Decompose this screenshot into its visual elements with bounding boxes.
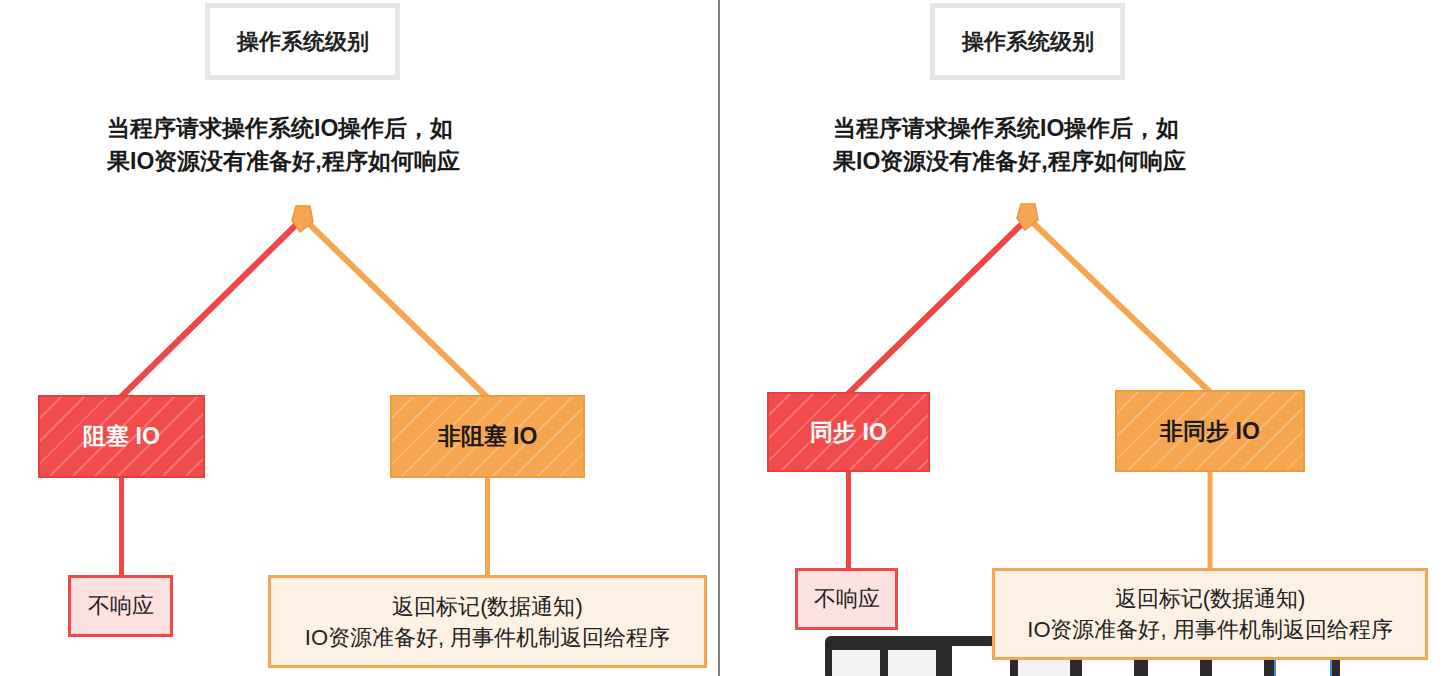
question-text: 当程序请求操作系统IO操作后，如 果IO资源没有准备好,程序如何响应: [107, 112, 527, 178]
panel-divider: [718, 0, 720, 676]
connector-line: [485, 478, 490, 575]
connector-line: [119, 478, 124, 575]
box-text: 同步 IO: [810, 417, 887, 448]
sync-box: 同步 IO: [767, 392, 930, 472]
box-text: 返回标记(数据通知): [1115, 583, 1306, 614]
box-text: 操作系统级别: [237, 27, 369, 57]
result-box: 返回标记(数据通知)IO资源准备好, 用事件机制返回给程序: [992, 568, 1428, 660]
level-title-box: 操作系统级别: [205, 3, 400, 80]
box-text: IO资源准备好, 用事件机制返回给程序: [1027, 614, 1392, 645]
box-text: IO资源准备好, 用事件机制返回给程序: [305, 622, 670, 653]
question-text: 当程序请求操作系统IO操作后，如 果IO资源没有准备好,程序如何响应: [833, 112, 1253, 178]
nonblocking-box: 非阻塞 IO: [390, 395, 585, 478]
result-box: 不响应: [68, 575, 173, 637]
result-box: 返回标记(数据通知)IO资源准备好, 用事件机制返回给程序: [268, 575, 707, 668]
box-text: 非阻塞 IO: [438, 421, 538, 452]
split-lines: [121, 204, 1210, 397]
box-text: 阻塞 IO: [83, 421, 160, 452]
blocking-box: 阻塞 IO: [38, 395, 205, 478]
box-text: 不响应: [814, 584, 880, 614]
connector-line: [846, 472, 851, 568]
box-text: 返回标记(数据通知): [392, 591, 583, 622]
result-box: 不响应: [795, 568, 898, 630]
async-box: 非同步 IO: [1115, 390, 1305, 472]
level-title-box: 操作系统级别: [930, 3, 1125, 80]
connector-line: [1208, 472, 1213, 568]
box-text: 操作系统级别: [962, 27, 1094, 57]
box-text: 不响应: [88, 591, 154, 621]
box-text: 非同步 IO: [1160, 416, 1260, 447]
